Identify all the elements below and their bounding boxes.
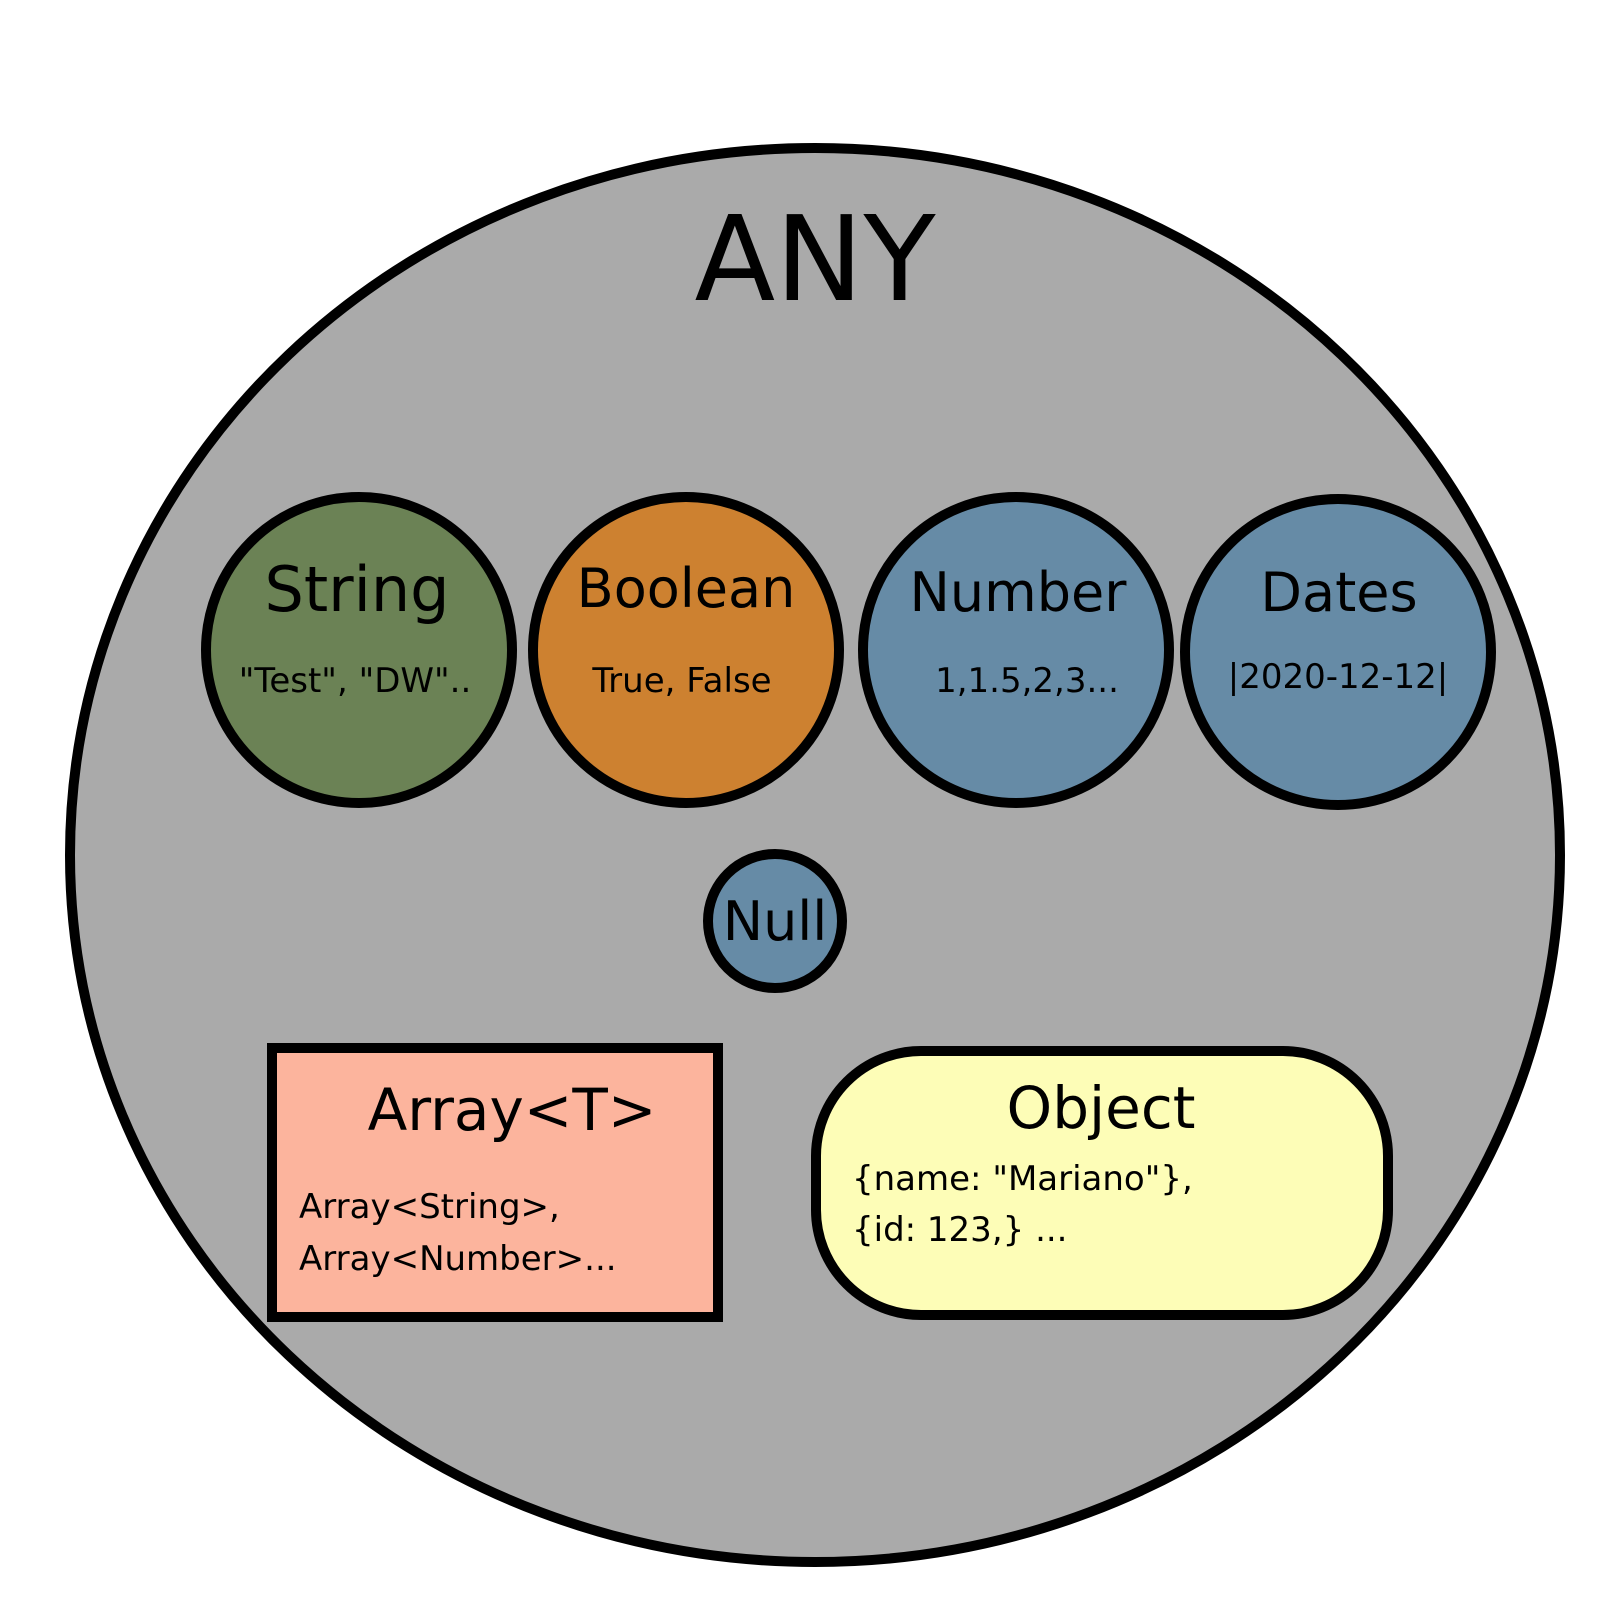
null-type: Null <box>703 849 847 993</box>
dates-example: |2020-12-12| <box>1228 657 1449 697</box>
any-circle <box>65 143 1565 1567</box>
object-box <box>811 1046 1393 1320</box>
array-line-1: Array<String>, <box>299 1187 560 1227</box>
boolean-label: Boolean <box>577 557 796 620</box>
dates-circle <box>1180 494 1496 810</box>
dates-type: Dates |2020-12-12| <box>1180 494 1496 810</box>
string-circle <box>201 492 517 808</box>
object-type: Object {name: "Mariano"}, {id: 123,} ... <box>811 1046 1393 1320</box>
string-type: String "Test", "DW".. <box>201 492 517 808</box>
number-label: Number <box>910 561 1128 624</box>
any-label: ANY <box>694 190 936 328</box>
string-example: "Test", "DW".. <box>239 661 472 701</box>
null-circle <box>703 849 847 993</box>
number-example: 1,1.5,2,3... <box>935 661 1119 701</box>
number-type: Number 1,1.5,2,3... <box>858 492 1174 808</box>
array-type: Array<T> Array<String>, Array<Number>... <box>267 1043 723 1322</box>
object-line-2: {id: 123,} ... <box>852 1210 1068 1250</box>
boolean-circle <box>528 492 844 808</box>
array-label: Array<T> <box>368 1076 657 1144</box>
string-label: String <box>264 553 449 626</box>
object-label: Object <box>1007 1074 1196 1142</box>
array-line-2: Array<Number>... <box>299 1239 617 1279</box>
boolean-type: Boolean True, False <box>528 492 844 808</box>
number-circle <box>858 492 1174 808</box>
boolean-example: True, False <box>591 661 771 701</box>
array-box <box>267 1043 723 1322</box>
dates-label: Dates <box>1260 561 1417 624</box>
object-line-1: {name: "Mariano"}, <box>852 1159 1193 1199</box>
null-label: Null <box>723 890 828 953</box>
